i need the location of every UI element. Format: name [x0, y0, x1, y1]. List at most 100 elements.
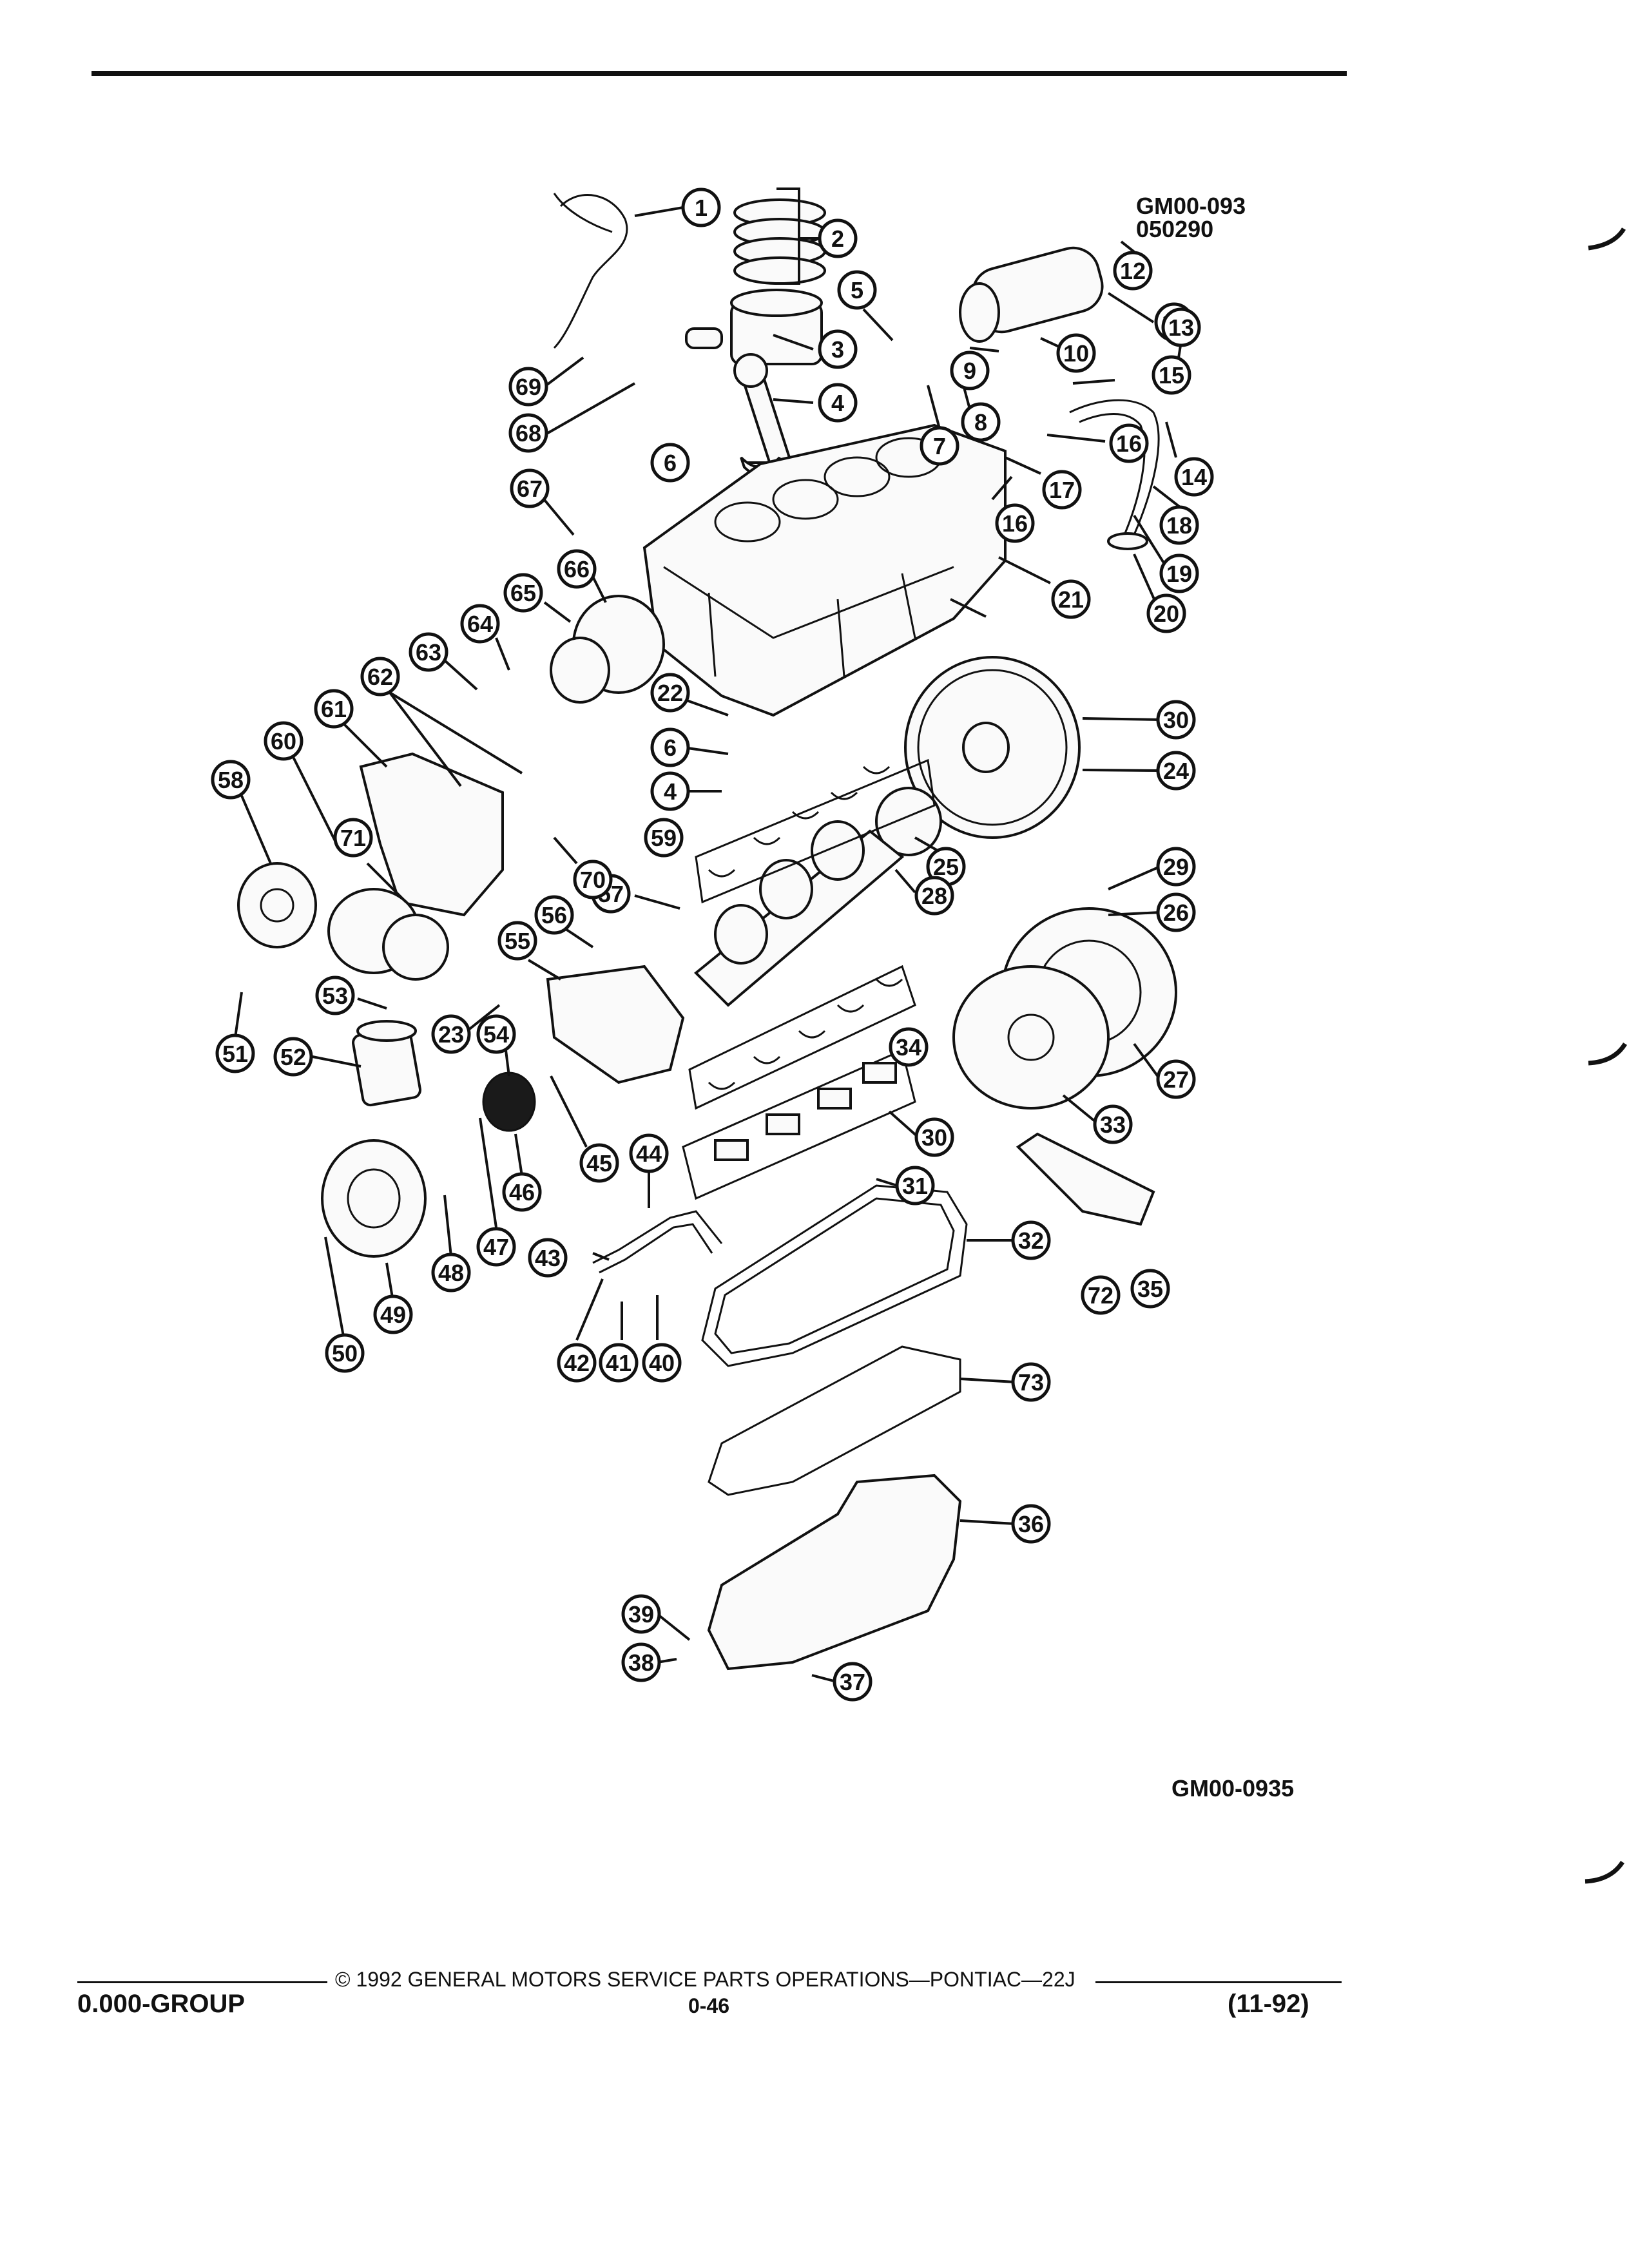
callout-5: 5: [837, 270, 877, 310]
callout-number: 6: [664, 450, 677, 476]
callout-number: 29: [1163, 854, 1189, 880]
callout-8: 8: [961, 402, 1001, 442]
callout-circle: [508, 413, 548, 453]
callout-58: 58: [211, 760, 251, 800]
callout-number: 16: [1002, 510, 1028, 537]
callout-34: 34: [889, 1027, 929, 1067]
alternator: [327, 888, 449, 981]
clutch-assembly: [952, 907, 1177, 1110]
callout-number: 40: [649, 1350, 675, 1376]
callout-38: 38: [621, 1642, 661, 1682]
callout-circle: [211, 760, 251, 800]
callout-65: 65: [503, 573, 543, 613]
callout-64: 64: [460, 604, 500, 644]
callout-number: 67: [517, 476, 543, 502]
callout-circle: [642, 1343, 682, 1383]
callout-number: 4: [664, 778, 677, 805]
callout-circle: [534, 895, 574, 935]
callout-51: 51: [215, 1033, 255, 1073]
callout-circle: [1159, 553, 1199, 593]
callout-circle: [431, 1014, 471, 1054]
callout-28: 28: [914, 876, 954, 916]
callout-number: 15: [1159, 362, 1184, 389]
reference-code-line-2: 050290: [1136, 216, 1214, 242]
callout-36: 36: [1011, 1504, 1051, 1544]
callout-number: 1: [695, 195, 708, 221]
callout-number: 51: [222, 1041, 248, 1067]
callout-62: 62: [360, 657, 400, 697]
callout-number: 8: [974, 409, 987, 436]
callout-circle: [650, 673, 690, 713]
crankshaft-pulley: [321, 1139, 427, 1258]
callout-number: 26: [1163, 899, 1189, 926]
callout-circle: [1011, 1362, 1051, 1402]
callout-number: 30: [1163, 707, 1189, 733]
callout-number: 63: [416, 639, 441, 666]
callout-number: 10: [1063, 340, 1089, 367]
callout-circle: [502, 1172, 542, 1212]
callout-circle: [315, 975, 355, 1015]
alternator-pulley: [237, 862, 317, 948]
callout-number: 34: [896, 1034, 921, 1061]
callout-circle: [1130, 1269, 1170, 1309]
callout-number: 28: [921, 883, 947, 909]
callout-circle: [1042, 470, 1082, 510]
callout-48: 48: [431, 1253, 471, 1293]
callout-72: 72: [1081, 1275, 1121, 1315]
callout-53: 53: [315, 975, 355, 1015]
footer-rule-left: [77, 1981, 327, 1983]
callout-circle: [1156, 1059, 1196, 1099]
callout-number: 48: [438, 1260, 464, 1286]
callout-31: 31: [895, 1166, 935, 1206]
callout-circle: [1011, 1504, 1051, 1544]
callout-circle: [1113, 251, 1153, 291]
callout-circle: [1146, 593, 1186, 633]
engine-block: [642, 423, 1007, 717]
callout-circle: [264, 721, 304, 761]
piston: [685, 289, 823, 365]
callout-33: 33: [1093, 1104, 1133, 1144]
callout-71: 71: [333, 818, 373, 858]
oil-pan-baffle: [708, 1345, 961, 1496]
callout-circle: [833, 1662, 872, 1702]
callout-circle: [681, 187, 721, 227]
callout-number: 5: [851, 277, 863, 303]
callout-circle: [215, 1033, 255, 1073]
callout-circle: [557, 1343, 597, 1383]
callout-42: 42: [557, 1343, 597, 1383]
bearing-caps: [682, 1048, 916, 1200]
callout-35: 35: [1130, 1269, 1170, 1309]
callout-circle: [273, 1037, 313, 1077]
callout-47: 47: [476, 1227, 516, 1267]
reference-code-top: GM00-093 050290: [1136, 195, 1246, 241]
callout-number: 39: [628, 1601, 654, 1628]
callout-circle: [650, 771, 690, 811]
callout-4: 4: [650, 771, 690, 811]
callout-number: 46: [509, 1179, 535, 1206]
callout-number: 56: [541, 902, 567, 928]
callout-circle: [1093, 1104, 1133, 1144]
callout-circle: [1081, 1275, 1121, 1315]
callout-circle: [314, 689, 354, 729]
piston-rings: [733, 198, 826, 285]
callout-number: 61: [321, 696, 347, 722]
callout-number: 6: [664, 735, 677, 761]
callout-number: 66: [564, 556, 590, 582]
callout-circle: [373, 1294, 413, 1334]
callout-68: 68: [508, 413, 548, 453]
callout-circle: [503, 573, 543, 613]
callout-21: 21: [1051, 579, 1091, 619]
callout-number: 45: [586, 1150, 612, 1177]
dipstick-tube: [1069, 399, 1160, 535]
callout-number: 43: [535, 1245, 561, 1271]
callout-number: 35: [1137, 1276, 1163, 1302]
callout-12: 12: [1113, 251, 1153, 291]
callout-18: 18: [1159, 505, 1199, 545]
callout-circle: [995, 503, 1035, 543]
callout-number: 36: [1018, 1511, 1044, 1537]
callout-20: 20: [1146, 593, 1186, 633]
callout-number: 9: [963, 358, 976, 384]
callout-number: 53: [322, 983, 348, 1009]
oil-pan: [707, 1474, 962, 1671]
flywheel-cover: [1016, 1132, 1155, 1226]
